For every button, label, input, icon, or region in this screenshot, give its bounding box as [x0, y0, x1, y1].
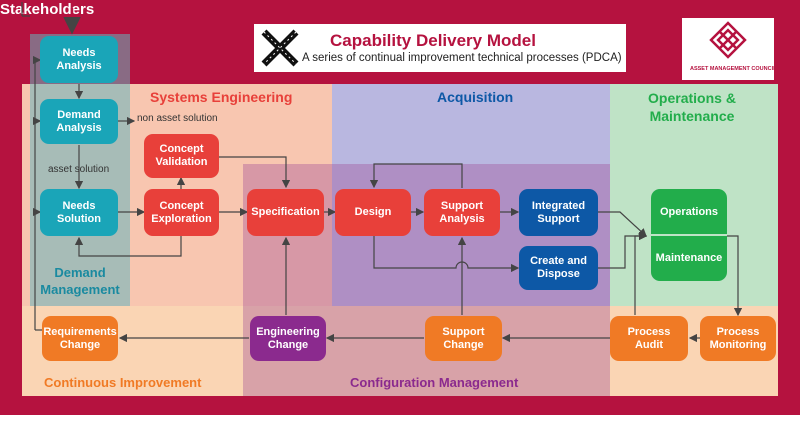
node-maintenance-label: Maintenance — [655, 252, 723, 264]
page-subtitle: A series of continual improvement techni… — [302, 52, 622, 64]
page-title: Capability Delivery Model — [330, 31, 536, 50]
node-demand-analysis[interactable]: Demand Analysis — [40, 99, 118, 144]
node-operations-label: Operations — [651, 190, 727, 236]
node-design[interactable]: Design — [335, 189, 411, 236]
node-process-audit[interactable]: Process Audit — [610, 316, 688, 361]
node-needs-analysis[interactable]: Needs Analysis — [40, 36, 118, 83]
label-acquisition: Acquisition — [437, 89, 514, 105]
node-support-change[interactable]: Support Change — [425, 316, 502, 361]
node-integrated-support[interactable]: Integrated Support — [519, 189, 598, 236]
label-operations-maintenance: Operations & Maintenance — [648, 90, 736, 124]
node-create-dispose[interactable]: Create and Dispose — [519, 246, 598, 290]
node-specification[interactable]: Specification — [247, 189, 324, 236]
node-process-monitoring[interactable]: Process Monitoring — [700, 316, 776, 361]
stakeholders-label: Stakeholders — [0, 1, 95, 18]
title-cross-icon — [258, 26, 302, 70]
logo-text: ASSET MANAGEMENT COUNCIL — [690, 66, 777, 72]
node-concept-exploration[interactable]: Concept Exploration — [144, 189, 219, 236]
title-box — [253, 23, 627, 73]
node-needs-solution[interactable]: Needs Solution — [40, 189, 118, 236]
label-systems-engineering: Systems Engineering — [150, 89, 293, 105]
node-support-analysis[interactable]: Support Analysis — [424, 189, 500, 236]
edge-label-non-asset: non asset solution — [137, 113, 218, 124]
label-continuous-improvement: Continuous Improvement — [44, 375, 202, 390]
node-operations-maintenance[interactable]: Operations Maintenance — [651, 189, 727, 281]
council-logo-icon — [708, 20, 748, 60]
bottom-margin — [0, 415, 800, 424]
label-configuration-management: Configuration Management — [350, 375, 519, 390]
node-engineering-change[interactable]: Engineering Change — [250, 316, 326, 361]
node-requirements-change[interactable]: Requirements Change — [42, 316, 118, 361]
label-demand-management: Demand Management — [40, 265, 120, 297]
node-concept-validation[interactable]: Concept Validation — [144, 134, 219, 178]
